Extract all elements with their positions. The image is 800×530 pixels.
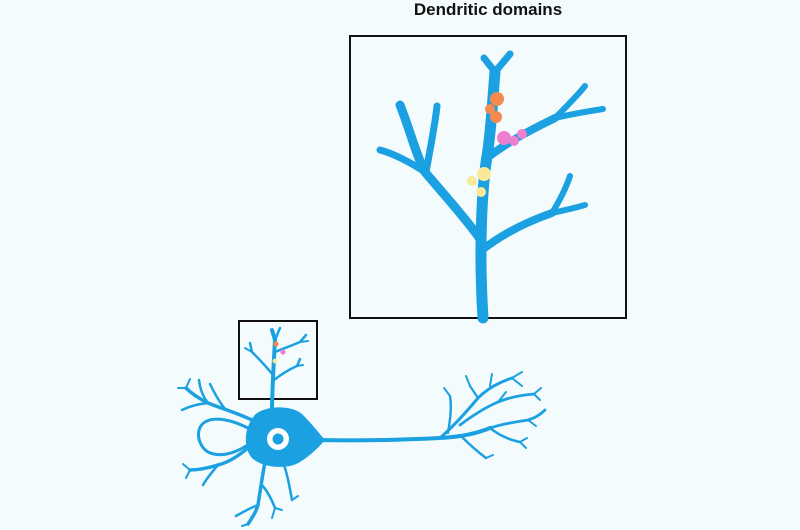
orange-synapse-cluster: [485, 92, 504, 123]
zoomed-dendrite-left-branch: [395, 100, 486, 245]
highlight-frame: [238, 320, 318, 400]
yellow-synapse-cluster: [467, 167, 491, 197]
basal-dendrites: [177, 378, 299, 527]
pink-synapse-cluster: [497, 129, 527, 146]
axon: [316, 371, 547, 460]
zoom-inset: [349, 35, 627, 324]
neuron-cell: [177, 320, 547, 527]
zoomed-dendrite-lower-right-branch: [478, 209, 556, 254]
diagram-title: Dendritic domains: [413, 0, 563, 19]
zoomed-dendrite: [376, 50, 606, 324]
apical-dendrite: [244, 326, 309, 414]
nucleus: [267, 428, 289, 450]
